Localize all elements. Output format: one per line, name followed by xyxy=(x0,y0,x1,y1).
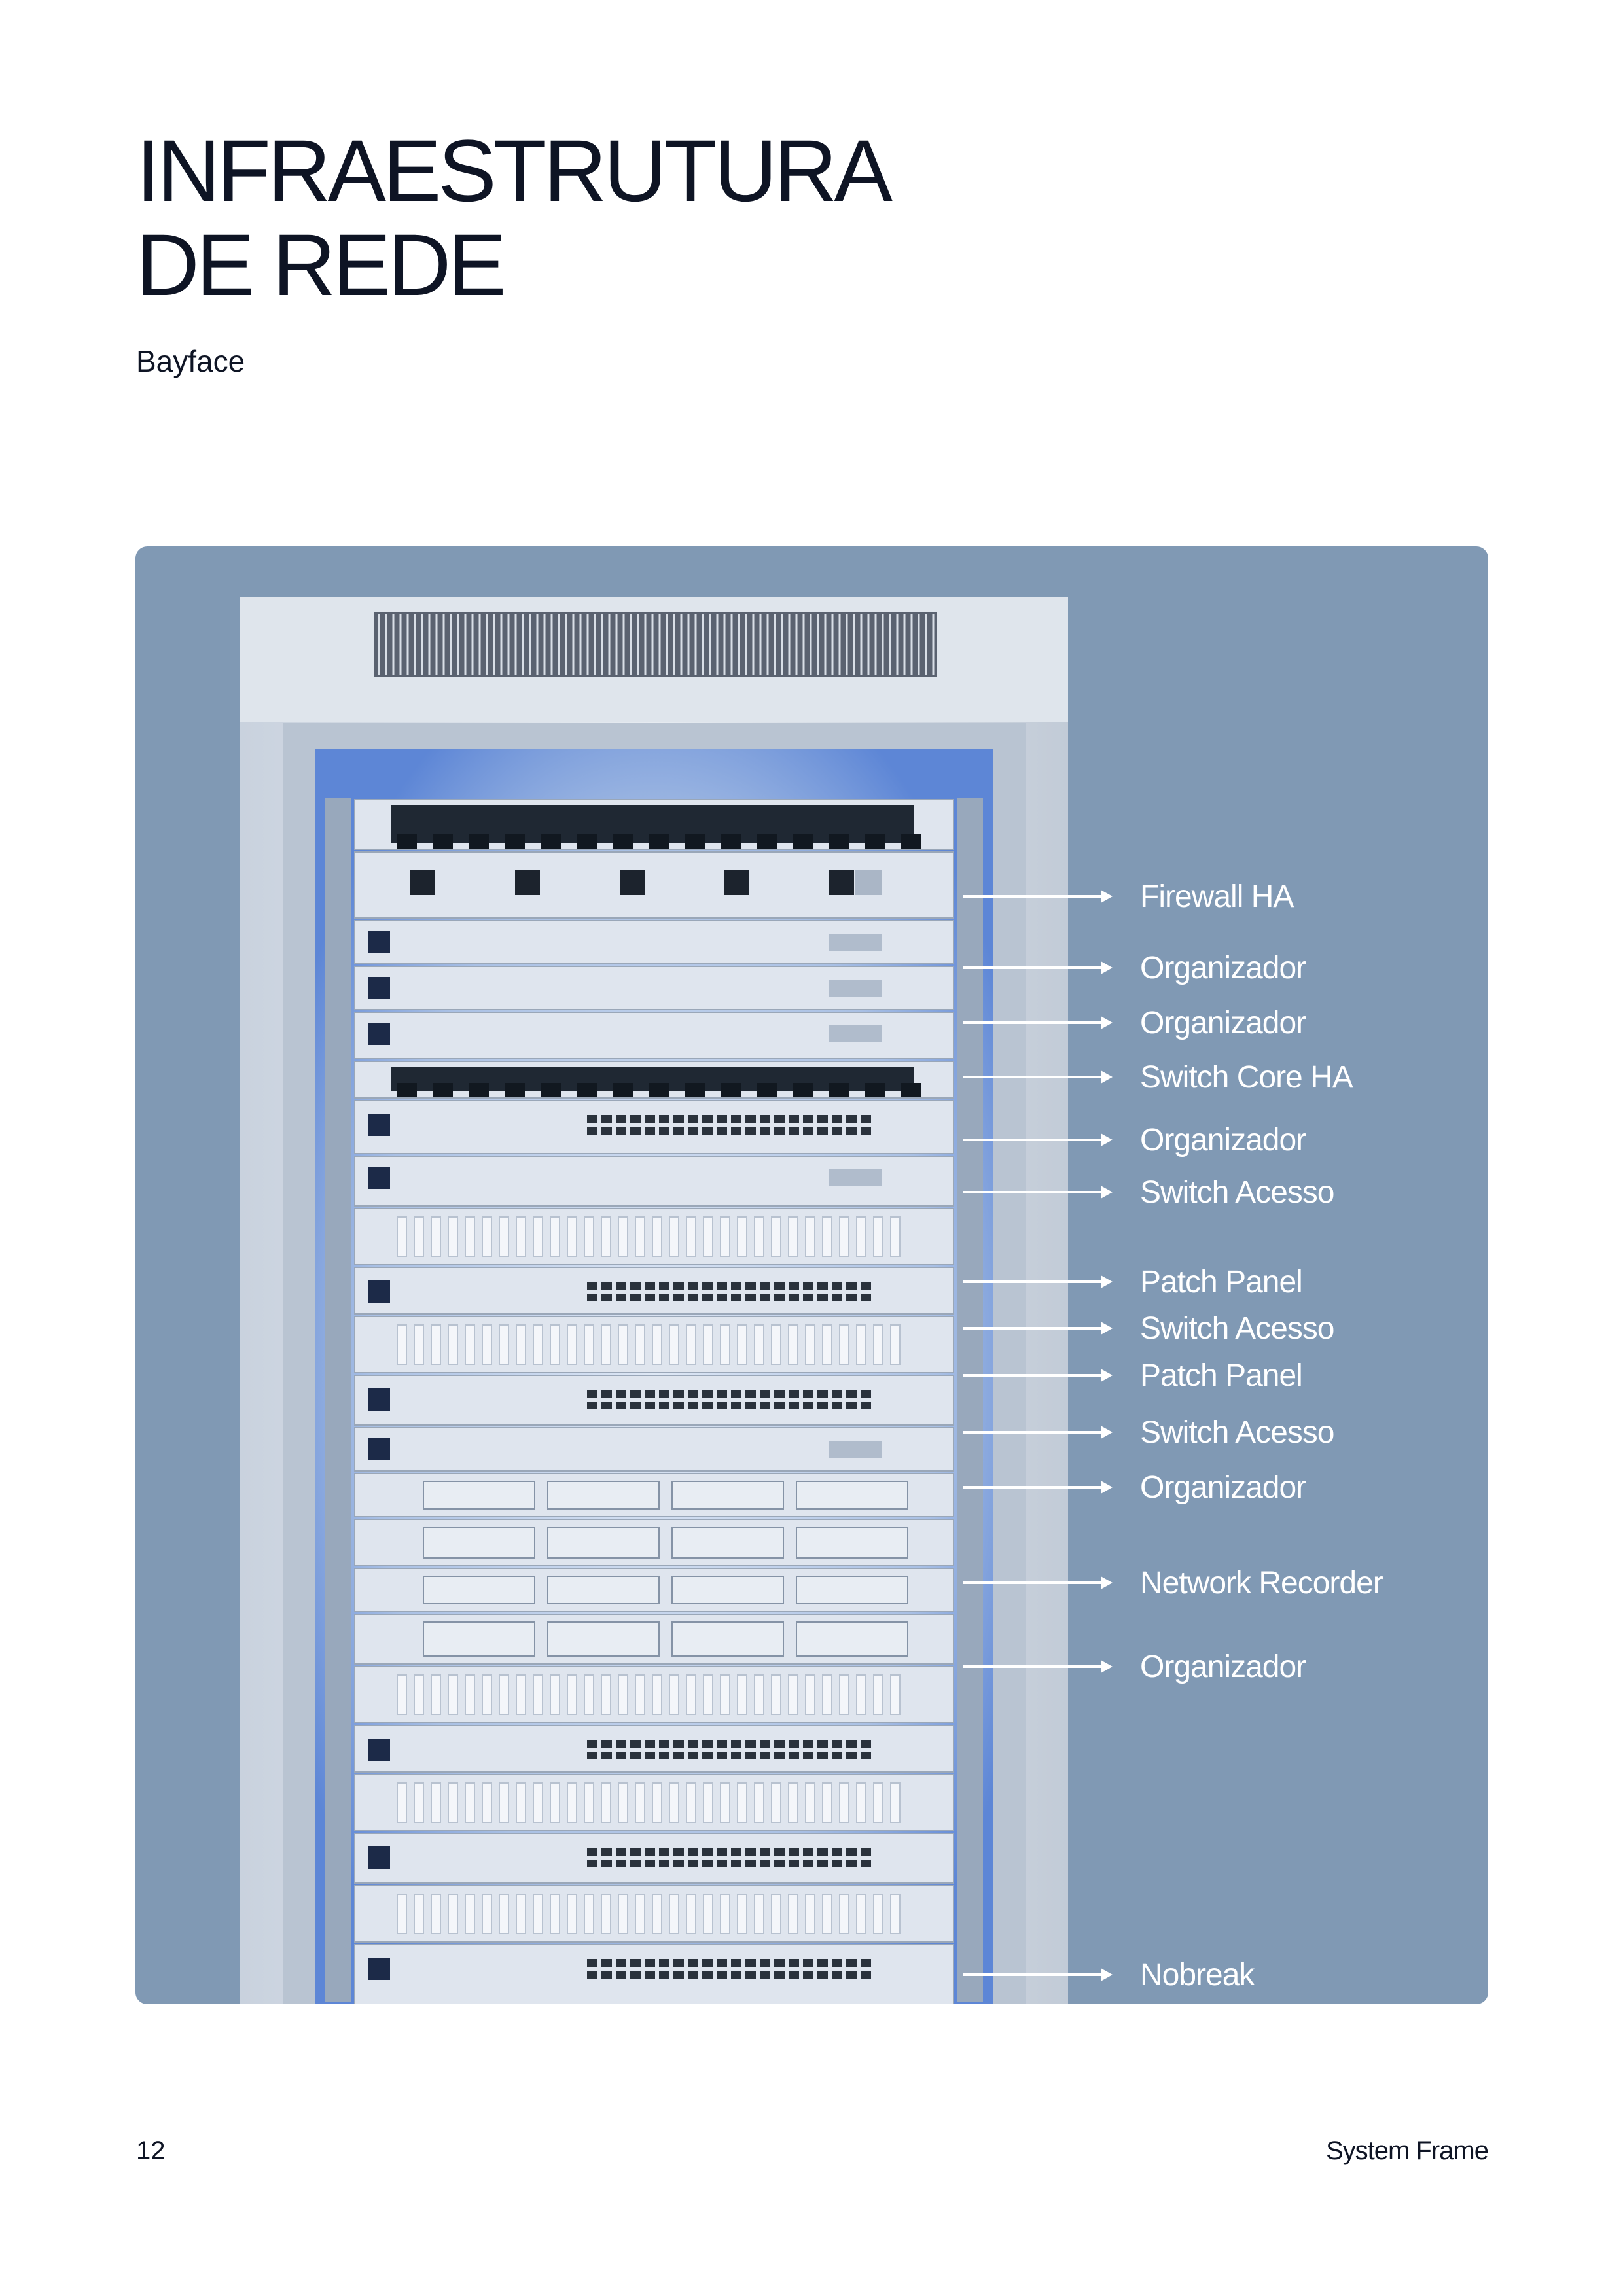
page-number: 12 xyxy=(136,2136,166,2165)
callout-switch-acesso: Switch Acesso xyxy=(963,1309,1334,1348)
callout-switch-acesso: Switch Acesso xyxy=(963,1173,1334,1212)
footer-brand: System Frame xyxy=(1325,2136,1489,2165)
callout-organizador: Organizador xyxy=(963,1120,1306,1159)
callout-organizador: Organizador xyxy=(963,1003,1306,1042)
callout-organizador: Organizador xyxy=(963,1468,1306,1507)
callout-nobreak: Nobreak xyxy=(963,1955,1255,1994)
rack-diagram-panel: Firewall HA Organizador Organizador Swit… xyxy=(135,546,1488,2004)
callout-switch-acesso: Switch Acesso xyxy=(963,1413,1334,1452)
callout-patch-panel: Patch Panel xyxy=(963,1356,1303,1395)
server-rack-icon xyxy=(240,597,1068,2004)
callout-patch-panel: Patch Panel xyxy=(963,1262,1303,1301)
page-subtitle: Bayface xyxy=(136,344,245,378)
page-title-line-2: DE REDE xyxy=(136,217,507,314)
page-title: INFRAESTRUTURA DE REDE xyxy=(136,122,893,314)
callout-organizador: Organizador xyxy=(963,1647,1306,1686)
callout-firewall-ha: Firewall HA xyxy=(963,877,1294,916)
page-title-line-1: INFRAESTRUTURA xyxy=(136,122,893,220)
callout-organizador: Organizador xyxy=(963,948,1306,987)
callout-network-recorder: Network Recorder xyxy=(963,1563,1383,1602)
callout-switch-core-ha: Switch Core HA xyxy=(963,1057,1353,1097)
